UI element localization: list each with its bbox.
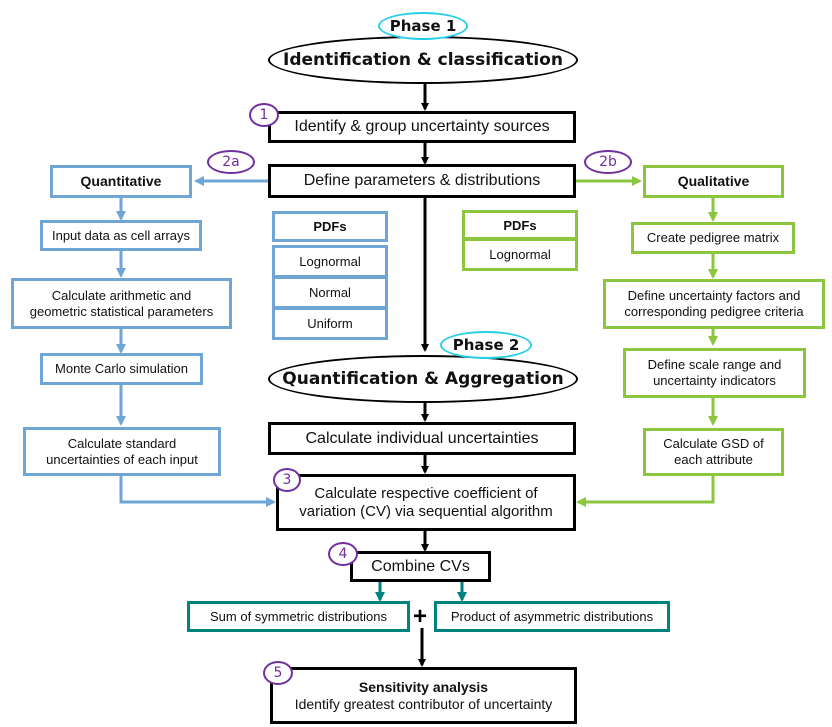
quant-step-2-line2: geometric statistical parameters	[29, 303, 214, 319]
calc-individual-box: Calculate individual uncertainties	[268, 422, 576, 455]
step3-line2: variation (CV) via sequential algorithm	[299, 502, 553, 520]
phase2-ellipse: Quantification & Aggregation	[268, 355, 578, 403]
qualitative-title: Qualitative	[677, 173, 750, 190]
quant-step-1: Input data as cell arrays	[40, 220, 202, 251]
phase1-title: Identification & classification	[283, 50, 563, 70]
step5-badge: 5	[263, 661, 293, 685]
step1-badge: 1	[249, 103, 279, 127]
step2-label: Define parameters & distributions	[303, 172, 541, 190]
qual-step-3-line2: uncertainty indicators	[653, 373, 776, 388]
qual-step-2-line1: Define uncertainty factors and	[627, 288, 801, 304]
plus-sign: +	[413, 603, 428, 630]
qual-step-3-line1: Define scale range and	[647, 357, 782, 373]
qual-step-1: Create pedigree matrix	[631, 222, 795, 254]
qualitative-box: Qualitative	[643, 165, 784, 198]
product-asymmetric-label: Product of asymmetric distributions	[450, 608, 654, 624]
sum-symmetric-box: Sum of symmetric distributions	[187, 601, 410, 632]
phase2-badge: Phase 2	[440, 331, 532, 359]
step4-box: Combine CVs	[350, 551, 491, 582]
step2b-badge: 2b	[584, 150, 632, 174]
quant-pdf-normal: Normal	[272, 276, 388, 309]
qual-step-4-line2: each attribute	[674, 452, 753, 467]
quantitative-box: Quantitative	[50, 165, 192, 198]
arrow-quant-to-step3	[119, 475, 276, 507]
quant-step-4-line2: uncertainties of each input	[46, 451, 198, 467]
step3-badge: 3	[273, 468, 301, 492]
qual-step-4-line1: Calculate GSD of	[663, 436, 764, 452]
arrow-qual-to-step3	[576, 475, 715, 507]
quant-step-3: Monte Carlo simulation	[40, 353, 203, 385]
phase1-badge: Phase 1	[378, 12, 468, 40]
step5-subtitle: Identify greatest contributor of uncerta…	[294, 695, 553, 712]
step2a-badge: 2a	[207, 150, 255, 174]
step3-line1: Calculate respective coefficient of	[314, 484, 538, 502]
phase2-title: Quantification & Aggregation	[282, 369, 564, 389]
quantitative-title: Quantitative	[80, 173, 162, 190]
qual-pdf-lognormal: Lognormal	[462, 238, 578, 271]
quant-step-2-line1: Calculate arithmetic and	[51, 287, 192, 303]
quant-pdf-uniform: Uniform	[272, 307, 388, 340]
calc-individual-label: Calculate individual uncertainties	[305, 429, 539, 447]
qual-step-1-text: Create pedigree matrix	[646, 230, 780, 246]
step1-label: Identify & group uncertainty sources	[294, 118, 550, 136]
quant-pdfs-header: PDFs	[272, 211, 388, 242]
quant-step-1-text: Input data as cell arrays	[51, 227, 191, 243]
qual-step-2-line2: corresponding pedigree criteria	[624, 304, 804, 319]
quant-step-4-line1: Calculate standard	[67, 435, 177, 451]
step4-label: Combine CVs	[371, 557, 470, 575]
sum-symmetric-label: Sum of symmetric distributions	[210, 608, 387, 624]
quant-step-3-text: Monte Carlo simulation	[55, 361, 188, 377]
step4-badge: 4	[328, 542, 358, 566]
step5-title: Sensitivity analysis	[358, 678, 489, 695]
qual-pdfs-header: PDFs	[462, 210, 578, 240]
quant-pdf-lognormal: Lognormal	[272, 245, 388, 278]
phase1-ellipse: Identification & classification	[268, 36, 578, 84]
step1-box: Identify & group uncertainty sources	[268, 111, 576, 143]
product-asymmetric-box: Product of asymmetric distributions	[434, 601, 670, 632]
step2-box: Define parameters & distributions	[268, 164, 576, 198]
